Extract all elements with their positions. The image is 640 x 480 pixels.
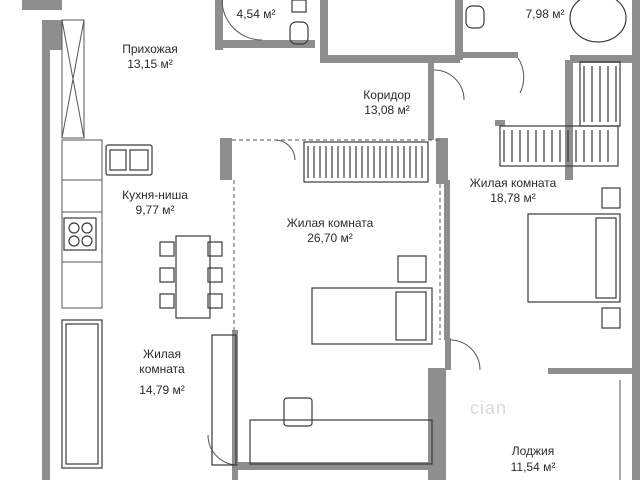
toilet-right (465, 5, 485, 29)
top-wall-f (463, 52, 518, 58)
room-name-living-center: Жилая комната (286, 216, 374, 230)
bed-right (527, 213, 621, 303)
room-area-bath-right: 7,98 м² (525, 7, 565, 21)
radiator-center (303, 141, 429, 183)
kitchen-hob (63, 217, 97, 251)
left-wall-joint (42, 20, 62, 50)
wardrobe-hall (61, 19, 85, 139)
door-living (274, 139, 296, 161)
top-wall-g (570, 55, 640, 63)
bottom-wall (238, 462, 438, 470)
bathtub (569, 0, 627, 43)
room-name-corridor: Коридор (363, 88, 411, 102)
right-room-wall-left (495, 120, 505, 126)
dining-table (175, 235, 211, 319)
top-wall-a (215, 0, 223, 50)
thin-lines (61, 0, 621, 480)
closet-top (579, 61, 621, 127)
room-area-living-center: 26,70 м² (307, 231, 353, 245)
right-outer-wall (632, 0, 640, 480)
left-room-wall (232, 330, 238, 480)
furniture (61, 0, 627, 469)
left-outer-wall-top (22, 0, 62, 10)
door-hall (221, 0, 263, 41)
chair (283, 397, 313, 427)
sink-left (291, 0, 307, 13)
left-outer-wall (42, 45, 50, 480)
toilet-left (289, 21, 309, 45)
closet-wall (565, 60, 573, 180)
door-bath (517, 57, 525, 94)
desk (249, 419, 433, 465)
corridor-wall (428, 60, 434, 140)
door-corridor (433, 69, 465, 101)
room-area-bath-left: 4,54 м² (236, 7, 276, 21)
room-area-living-right: 18,78 м² (490, 191, 536, 205)
wardrobe-right (499, 125, 619, 167)
room-name-living-left-2: комната (139, 362, 185, 376)
room-area-corridor: 13,08 м² (364, 103, 410, 117)
top-wall-b (215, 40, 315, 48)
nightstand-center (397, 255, 427, 283)
bed-center (311, 287, 433, 345)
loggia-wall-top (445, 338, 451, 370)
room-area-loggia: 11,54 м² (510, 460, 556, 474)
top-wall-c (320, 0, 328, 60)
kitchen-counter (61, 139, 103, 309)
sofa-left (61, 319, 103, 469)
kitchen-sink (105, 144, 153, 176)
top-wall-d (320, 55, 460, 63)
room-name-hall: Прихожая (122, 42, 178, 56)
loggia-top-wall (548, 368, 632, 374)
partition-right (444, 180, 450, 340)
top-wall-e (455, 0, 463, 60)
room-name-kitchen: Кухня-ниша (122, 188, 188, 202)
room-area-living-left: 14,79 м² (139, 383, 185, 397)
shelf-left (211, 334, 237, 466)
room-name-living-left-1: Жилая (143, 347, 181, 361)
watermark: cian (470, 398, 508, 418)
center-right-pillar (436, 138, 448, 184)
room-name-loggia: Лоджия (511, 444, 555, 458)
center-left-pillar (220, 138, 232, 180)
room-area-kitchen: 9,77 м² (135, 203, 175, 217)
room-area-hall: 13,15 м² (127, 57, 173, 71)
door-loggia (449, 339, 481, 371)
room-name-living-right: Жилая комната (469, 176, 557, 190)
